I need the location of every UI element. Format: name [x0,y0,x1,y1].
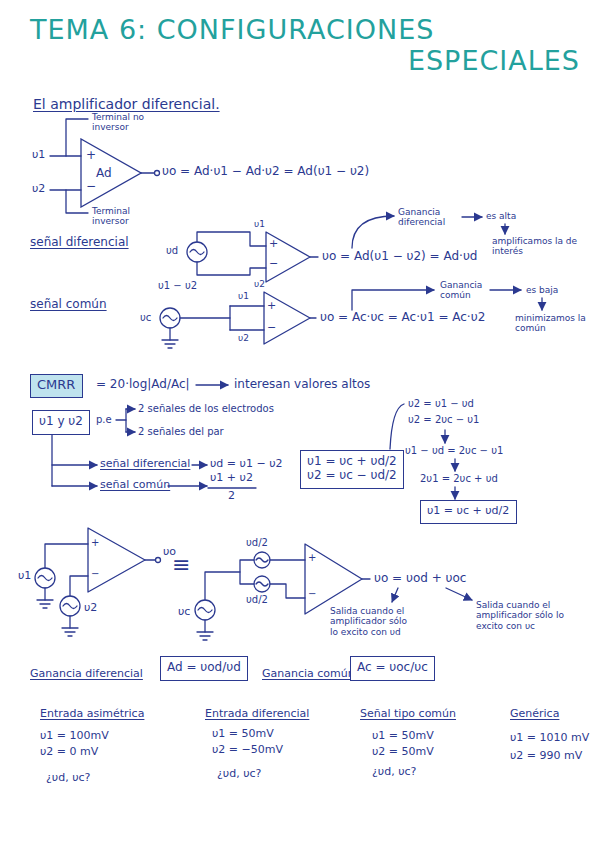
note-text: υd/2 [246,537,268,549]
note-text: señal común [30,298,107,312]
note-text: p.e [96,414,112,426]
node-text: υ1 = υc + υd/2 [307,454,397,468]
note-text: es baja [526,285,558,295]
note-text: υ2 = 50mV [372,746,434,759]
note-text: Ganancia común [440,280,496,301]
note-text: + [308,552,316,564]
common-circuit [160,290,542,348]
note-text: Terminal inversor [92,206,154,227]
note-text: 2 [228,490,235,503]
note-text: υ1 = 1010 mV [510,732,589,745]
note-text: El amplificador diferencial. [33,96,220,112]
note-text: Ganancia diferencial [30,668,143,681]
note-text: 2υ1 = 2υc + υd [420,473,498,485]
node-text: υ1 y υ2 [39,414,83,428]
note-text: = 20·log|Ad/Ac| [96,378,190,392]
note-text: ¿υd, υc? [46,772,90,785]
note-text: υ2 = 2υc − υ1 [408,414,479,426]
note-text: − [86,180,96,194]
formula-box: υ1 y υ2 [32,410,90,435]
note-text: − [91,568,99,580]
formula-box: Ac = υoc/υc [350,656,435,681]
note-text: Genérica [510,708,559,721]
note-text: − [267,322,276,335]
note-text: υ1 = 100mV [40,730,109,743]
note-text: υ1 + υ2 [210,472,253,485]
note-text: amplificamos la de interés [492,236,587,257]
node-text: Ad [96,166,112,180]
note-text: señal diferencial [30,236,129,250]
opamp-triangle: Ad [80,138,142,208]
page-title: TEMA 6: CONFIGURACIONES ESPECIALES [30,14,580,76]
note-text: Entrada diferencial [205,708,309,721]
formula-box: υ1 = υc + υd/2 [420,500,517,524]
note-text: minimizamos la común [515,313,593,334]
note-text: υ1 [32,149,45,162]
note-text: Ganancia común [262,668,355,681]
note-text: υ1 − υd = 2υc − υ1 [405,445,503,457]
note-text: Ganancia diferencial [398,207,460,228]
note-text: υ1 [254,219,265,229]
note-text: señal común [100,479,170,492]
note-text: υ1 [238,291,249,301]
note-text: 2 señales del par [138,426,224,438]
note-text: υ1 − υ2 [158,280,197,292]
note-text: υ2 = −50mV [212,744,283,757]
opamp-wires [50,119,160,213]
note-text: υo = υod + υoc [374,572,466,586]
note-text: υ2 = υ1 − υd [408,398,474,410]
note-text: υd = υ1 − υ2 [210,458,283,471]
note-text: + [86,149,96,163]
formula-box: υ1 = υc + υd/2υ2 = υc − υd/2 [300,450,404,489]
note-text: υd [166,245,178,257]
note-text: υ2 [32,183,45,196]
note-text: υo = Ad·υ1 − Ad·υ2 = Ad(υ1 − υ2) [162,165,369,179]
node-text: υ1 = υc + υd/2 [427,504,510,517]
note-text: υc [140,312,151,324]
note-text: υ2 = 0 mV [40,746,98,759]
cmrr-arrows [52,385,455,499]
highlight-box: CMRR [30,374,83,398]
triangle-shape [81,139,141,207]
note-text: υ1 = 50mV [372,730,434,743]
formula-box: Ad = υod/υd [160,656,248,681]
note-text: υ2 [84,602,97,615]
note-text: Salida cuando el amplificador sólo lo ex… [476,600,576,631]
note-text: − [308,588,316,600]
note-text: señal diferencial [100,458,190,471]
node-text: Ac = υoc/υc [357,660,428,674]
note-text: υ1 = 50mV [212,728,274,741]
note-text: ¿υd, υc? [217,768,261,781]
note-text: + [269,238,278,251]
note-text: es alta [486,211,516,221]
node-text: υ2 = υc − υd/2 [307,468,397,482]
note-text: Entrada asimétrica [40,708,144,721]
note-text: υ2 [254,279,265,289]
note-text: υ1 [18,570,31,583]
note-text: 2 señales de los electrodos [138,403,274,415]
note-text: − [269,258,278,271]
note-text: υ2 = 990 mV [510,750,582,763]
note-text: υd/2 [246,594,268,606]
note-text: ¿υd, υc? [372,766,416,779]
note-text: υo = Ad(υ1 − υ2) = Ad·υd [322,250,477,264]
note-text: Terminal no inversor [92,112,154,133]
node-text: Ad = υod/υd [167,660,241,674]
note-text: υo = Ac·υc = Ac·υ1 = Ac·υ2 [320,311,485,325]
differential-circuit [187,216,505,282]
note-text: Señal tipo común [360,708,456,721]
note-text: υc [178,606,190,619]
note-text: + [267,300,276,313]
note-text: υ2 [238,333,249,343]
note-text: Salida cuando el amplificador sólo lo ex… [330,606,412,637]
equivalent-circuit [35,528,472,640]
node-text: CMRR [37,377,76,393]
note-text: interesan valores altos [234,378,370,392]
note-text: + [91,537,99,549]
note-text: ≡ [172,552,190,577]
